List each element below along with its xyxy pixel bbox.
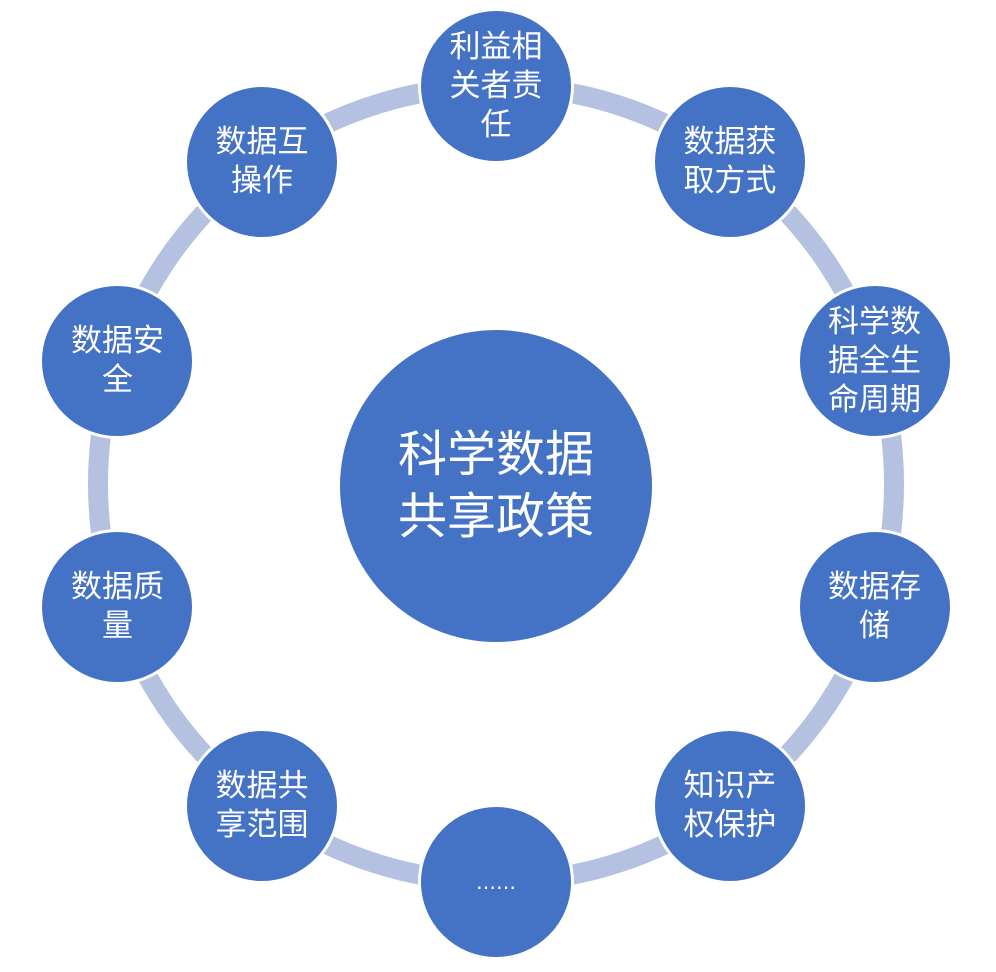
node-more: …… (418, 804, 574, 960)
node-data-storage: 数据存储 (796, 528, 953, 685)
center-node: 科学数据共享政策 (340, 330, 652, 642)
node-label: 数据存储 (828, 568, 922, 644)
node-label: 知识产权保护 (683, 767, 777, 843)
node-label: 数据共享范围 (215, 767, 309, 843)
node-label: 数据质量 (70, 568, 164, 644)
node-sharing-scope: 数据共享范围 (184, 727, 341, 884)
node-data-access-method: 数据获取方式 (651, 84, 808, 240)
node-label: …… (476, 869, 516, 894)
node-label: 利益相关者责任 (449, 28, 543, 143)
node-label: 数据获取方式 (683, 124, 777, 199)
node-ip-protection: 知识产权保护 (651, 727, 808, 884)
node-label: 数据安全 (70, 323, 164, 398)
node-data-lifecycle: 科学数据全生命周期 (796, 283, 953, 439)
node-stakeholder-responsibility: 利益相关者责任 (418, 8, 574, 164)
node-data-quality: 数据质量 (39, 528, 196, 685)
node-interoperability: 数据互操作 (184, 84, 341, 240)
node-label: 科学数据全生命周期 (828, 303, 922, 418)
node-label: 数据互操作 (215, 124, 309, 199)
node-data-security: 数据安全 (39, 283, 196, 439)
center-label: 科学数据共享政策 (397, 426, 594, 545)
